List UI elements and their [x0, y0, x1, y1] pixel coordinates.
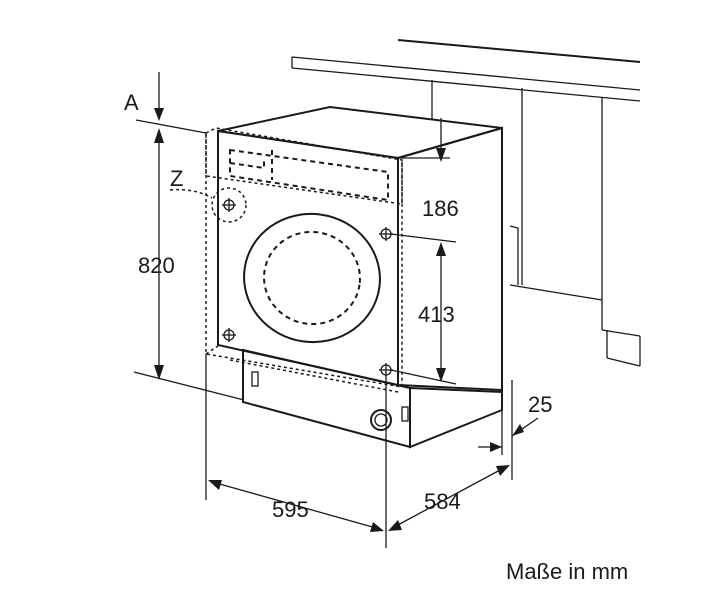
dimension-height: 820 [133, 128, 245, 401]
mount-hole-icon [379, 363, 393, 377]
cabinet-niche [291, 39, 641, 367]
dimension-side-gap: 25 [478, 380, 552, 480]
dimension-depth: 584 [388, 465, 510, 531]
mount-hole-icon [222, 198, 236, 212]
label-hole-spacing: 413 [418, 302, 455, 327]
dimension-panel-height: 186 [398, 118, 459, 221]
door-outer [243, 212, 381, 344]
dimension-hole-spacing: 413 [390, 233, 457, 385]
dimension-width: 595 [205, 354, 387, 548]
detail-z-marker [211, 187, 247, 223]
label-height: 820 [138, 253, 175, 278]
label-z: Z [170, 166, 183, 191]
door-inner [263, 230, 361, 326]
installation-outline [205, 127, 403, 393]
washing-machine [217, 105, 503, 449]
drain-filter-icon [370, 409, 392, 431]
mount-hole-icon [222, 328, 236, 342]
label-depth: 584 [424, 489, 461, 514]
mount-hole-icon [379, 227, 393, 241]
units-note: Maße in mm [506, 559, 628, 584]
label-panel-height: 186 [422, 196, 459, 221]
label-a: A [124, 90, 139, 115]
dimension-a: A [124, 72, 207, 134]
label-side-gap: 25 [528, 392, 552, 417]
label-width: 595 [272, 497, 309, 522]
